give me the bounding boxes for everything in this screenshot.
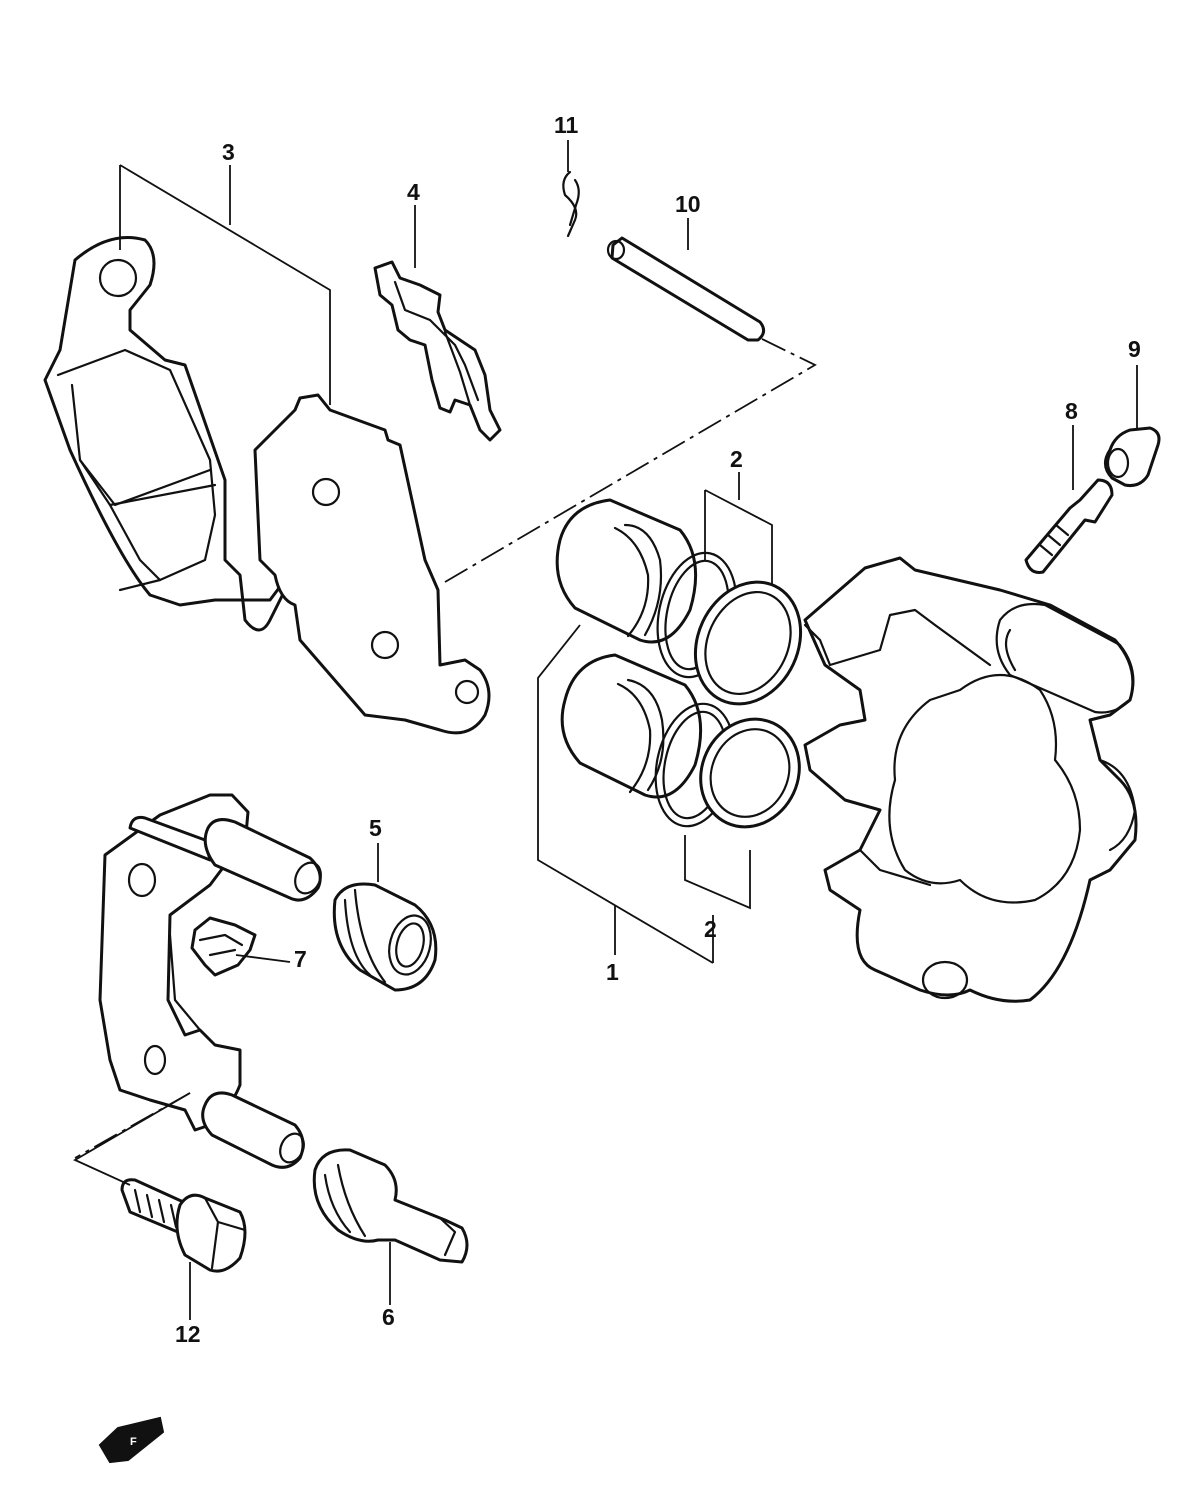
callout-labels: 1 2 2 3 4 5 6 7 8 9 10 11 12 bbox=[175, 112, 1141, 1347]
callout-2-lower: 2 bbox=[704, 916, 717, 942]
callout-4: 4 bbox=[407, 179, 420, 205]
dust-boot[interactable] bbox=[332, 882, 438, 992]
callout-6: 6 bbox=[382, 1304, 395, 1330]
callout-11: 11 bbox=[554, 112, 579, 138]
bleeder-cap[interactable] bbox=[1104, 426, 1161, 487]
brake-pad-outer[interactable] bbox=[43, 236, 302, 632]
pad-pin[interactable] bbox=[606, 236, 765, 342]
callout-2-upper: 2 bbox=[730, 446, 743, 472]
bracket-pin-lower[interactable] bbox=[201, 1091, 309, 1169]
callout-8: 8 bbox=[1065, 398, 1078, 424]
sleeve-pin[interactable] bbox=[312, 1148, 469, 1264]
caliper-bracket[interactable] bbox=[98, 793, 250, 1132]
piston-seal-upper[interactable] bbox=[647, 545, 820, 721]
callout-9: 9 bbox=[1128, 336, 1141, 362]
callout-3: 3 bbox=[222, 139, 235, 165]
front-arrow-text: F bbox=[130, 1436, 137, 1448]
callout-1: 1 bbox=[606, 959, 619, 985]
axis-dash-lines bbox=[74, 337, 817, 1159]
retaining-clip[interactable] bbox=[562, 170, 580, 238]
bracket-clip[interactable] bbox=[190, 916, 257, 977]
piston-seal-lower[interactable] bbox=[645, 696, 817, 843]
front-arrow-icon: F bbox=[98, 1416, 165, 1464]
brake-pad-inner[interactable] bbox=[253, 393, 491, 735]
caliper-body[interactable] bbox=[803, 556, 1138, 1003]
callout-10: 10 bbox=[675, 191, 701, 217]
callout-5: 5 bbox=[369, 815, 382, 841]
callout-7: 7 bbox=[294, 946, 307, 972]
bracket-pin-upper[interactable] bbox=[128, 816, 326, 902]
bleeder-screw[interactable] bbox=[1024, 478, 1114, 574]
bracket-bolt[interactable] bbox=[120, 1178, 247, 1273]
callout-12: 12 bbox=[175, 1321, 201, 1347]
pad-spring[interactable] bbox=[373, 260, 502, 442]
